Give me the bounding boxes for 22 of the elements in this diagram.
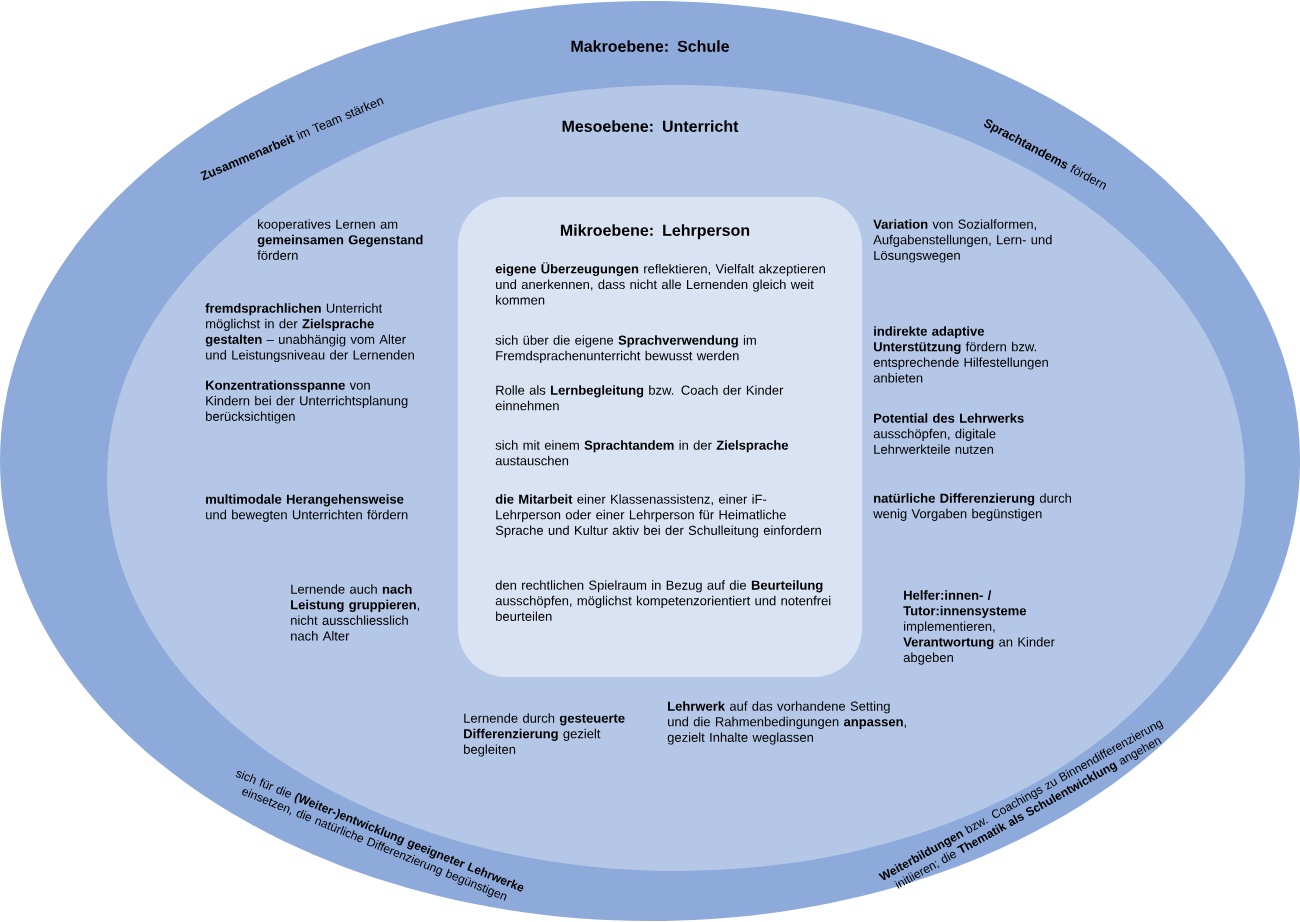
level-title: Makroebene: Schule xyxy=(571,40,729,52)
recommendation-text: Lehrwerk auf das vorhandene Setting und die Rahmenbedingungen anpassen, gezielt Inhalte weglassen xyxy=(667,701,906,745)
recommendation-text: sich über die eigene Sprachverwendung im Fremdsprachenunterricht bewusst werden xyxy=(495,335,756,363)
recommendation-text: natürliche Differenzierung durch wenig Vorgaben begünstigen xyxy=(873,493,1071,521)
recommendation-text: Helfer:innen- / Tutor:innensysteme implementieren, Verantwortung an Kinder abgeben xyxy=(903,590,1055,665)
recommendation-text: Potential des Lehrwerks ausschöpfen, digitale Lehrwerkteile nutzen xyxy=(873,413,1024,454)
level-box xyxy=(458,197,862,677)
level-title: Mikroebene: Lehrperson xyxy=(560,224,750,240)
recommendation-text: multimodale Herangehensweise und bewegten Unterrichten fördern xyxy=(206,494,408,522)
recommendation-text: Rolle als Lernbegleitung bzw. Coach der Kinder einnehmen xyxy=(495,385,784,411)
recommendation-text: eigene Überzeugungen reflektieren, Vielfalt akzeptieren und anerkennen, dass nicht alle Lernenden gleich weit kommen xyxy=(495,262,825,305)
recommendation-text: sich mit einem Sprachtandem in der Zielsprache austauschen xyxy=(495,440,789,466)
recommendation-text: Lernende auch nach Leistung gruppieren, nicht ausschliesslich nach Alter xyxy=(291,584,420,641)
recommendation-text: Variation von Sozialformen, Aufgabenstellungen, Lern- und Lösungswegen xyxy=(873,219,1052,263)
level-title: Mesoebene: Unterricht xyxy=(562,120,739,132)
recommendation-text: kooperatives Lernen am gemeinsamen Gegenstand fördern xyxy=(257,219,423,260)
recommendation-text: indirekte adaptive Unterstützung fördern bzw. entsprechende Hilfestellungen anbieten xyxy=(873,326,1048,383)
recommendation-text: Lernende durch gesteuerte Differenzierung gezielt begleiten xyxy=(464,713,625,757)
recommendation-text: die Mitarbeit einer Klassenassistenz, einer iF-Lehrperson oder einer Lehrperson für Heimatliche Sprache und Kultur aktiv bei der Schulleitung einfordern xyxy=(495,494,821,538)
recommendation-text: fremdsprachlichen Unterricht möglichst in der Zielsprache gestalten – unabhängig vom Alter und Leistungsniveau der Lernenden xyxy=(205,303,414,363)
recommendation-text: Konzentrationsspanne von Kindern bei der Unterrichtsplanung berücksichtigen xyxy=(206,380,408,424)
recommendation-text: den rechtlichen Spielraum in Bezug auf die Beurteilung ausschöpfen, möglichst kompetenzorientiert und notenfrei beurteilen xyxy=(495,580,831,621)
